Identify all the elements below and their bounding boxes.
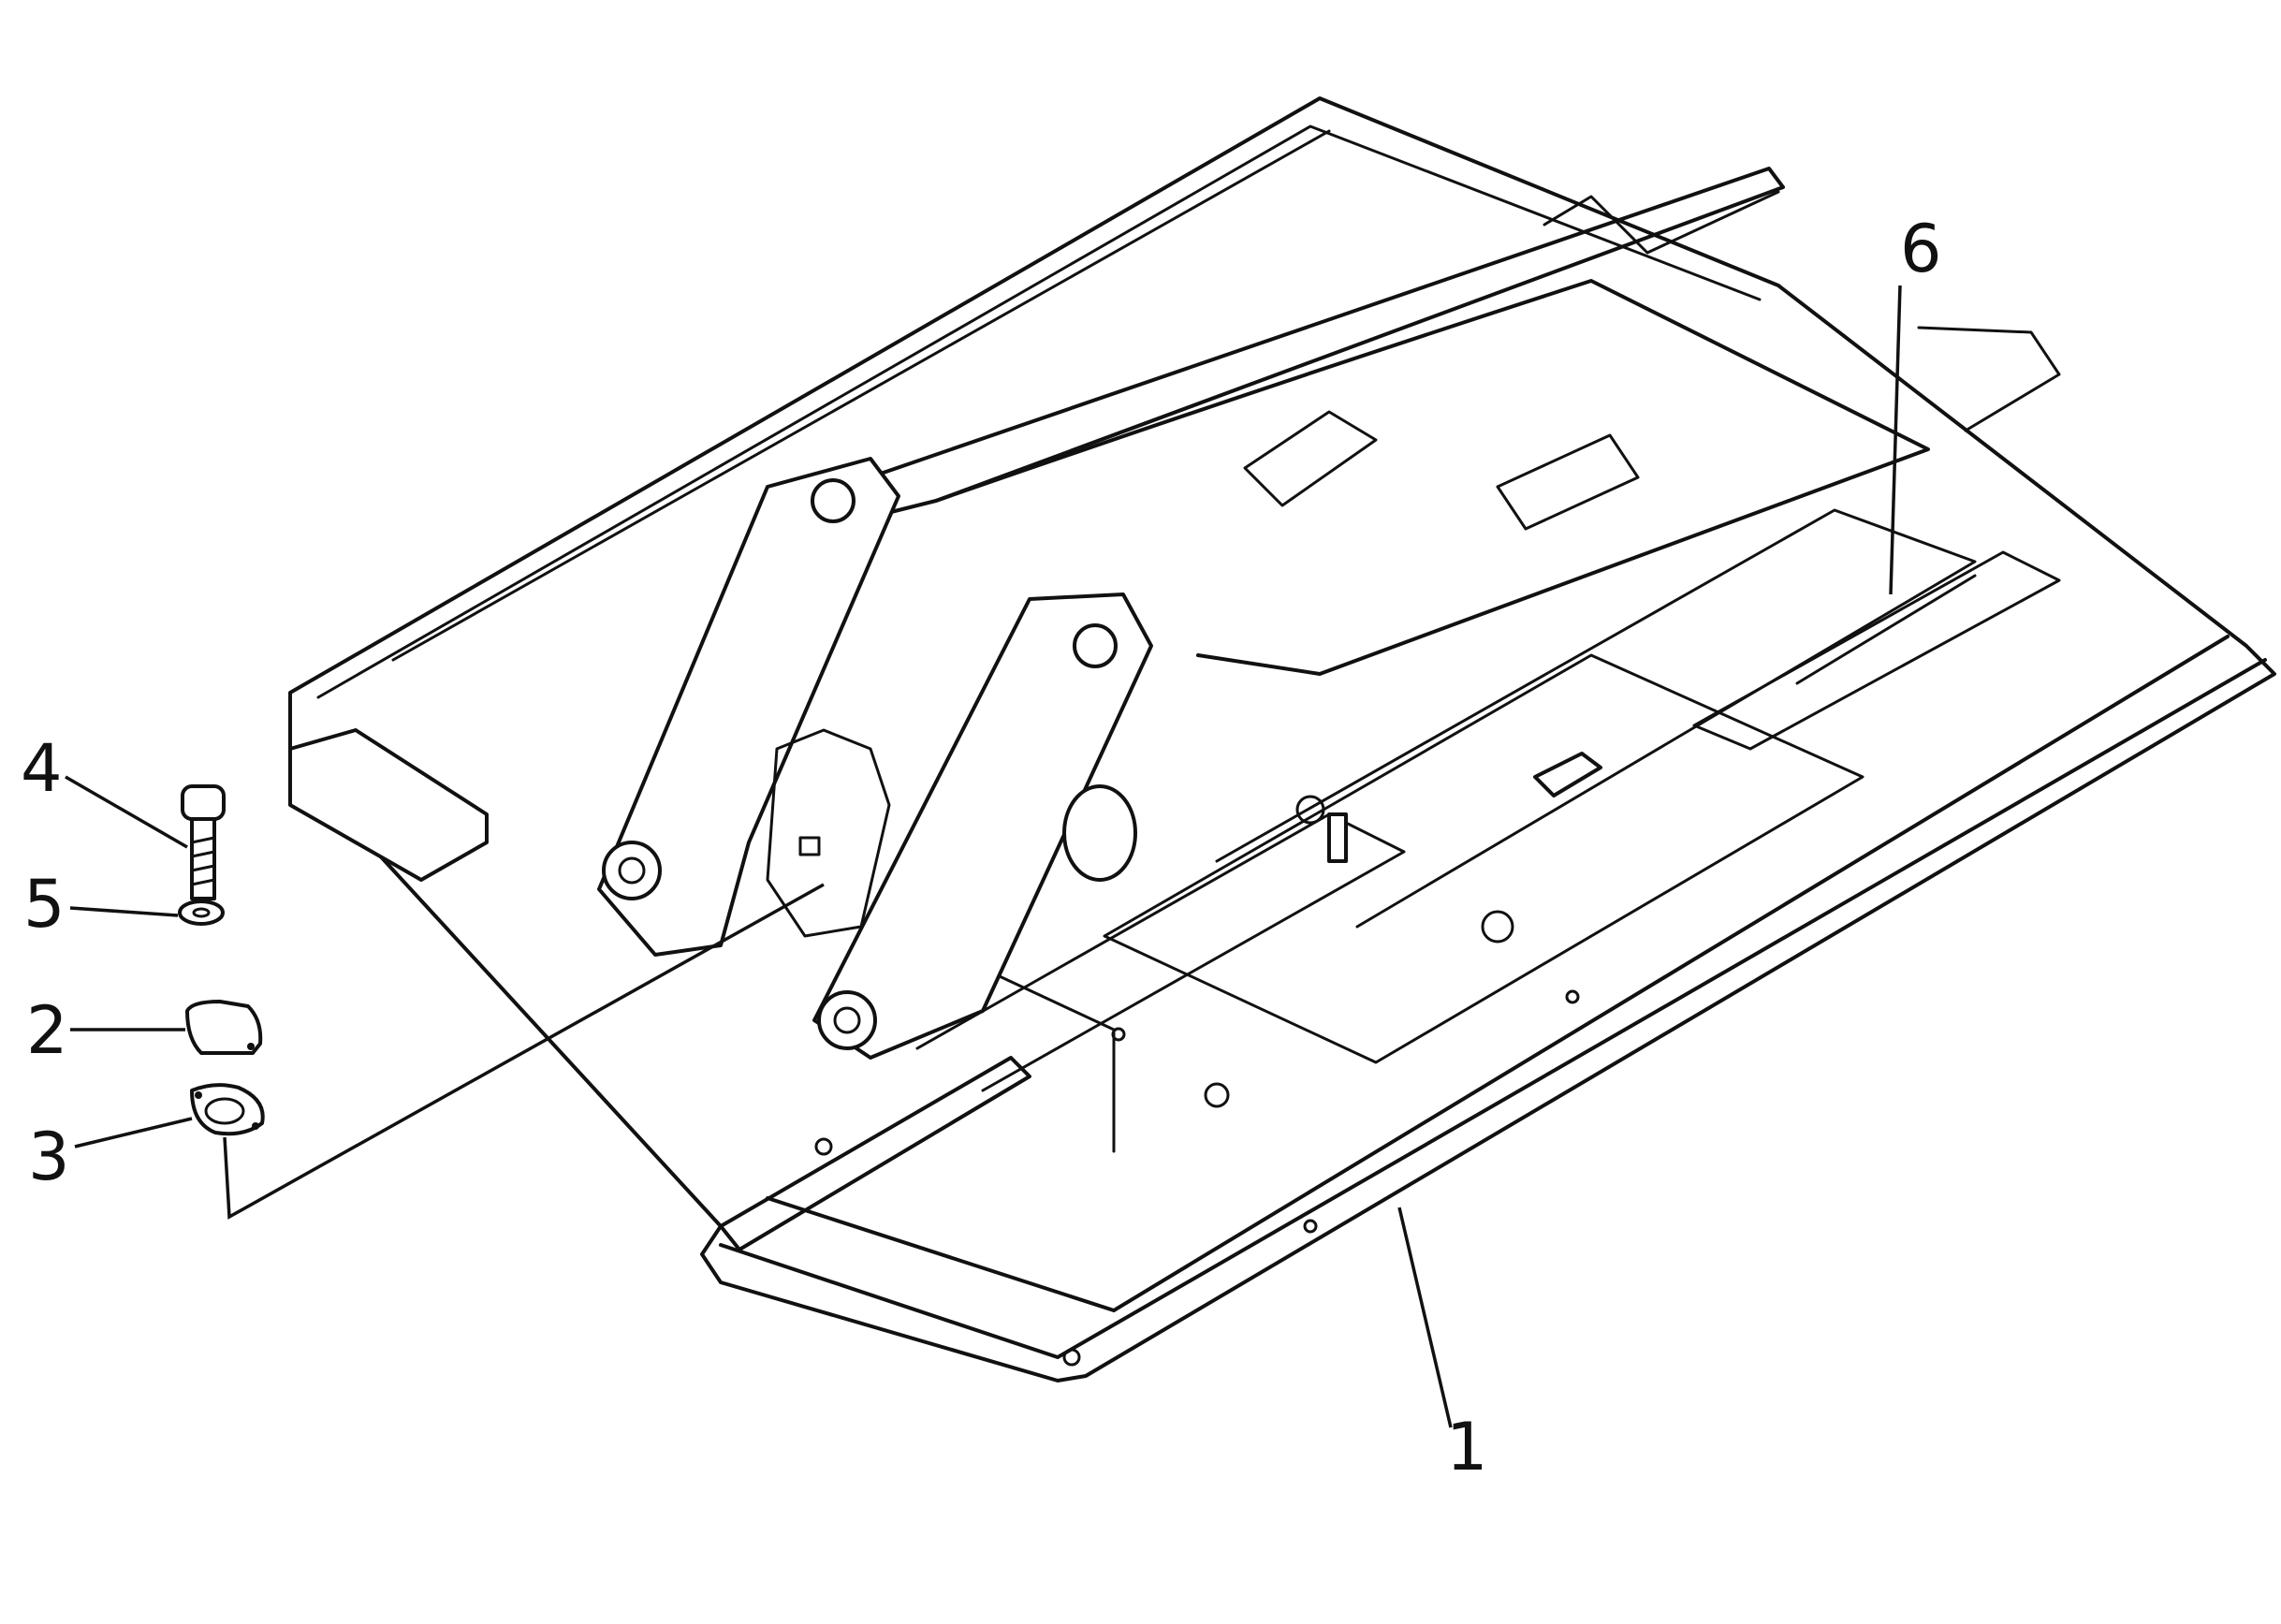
cover-part-2	[185, 1000, 263, 1055]
callout-4: 4	[21, 730, 63, 807]
callout-6: 6	[1900, 211, 1942, 287]
callout-3: 3	[28, 1119, 70, 1195]
bolt-part-4	[181, 784, 226, 900]
gasket-part-3	[190, 1083, 265, 1136]
revolving-frame-assembly	[288, 96, 2276, 1383]
callout-1: 1	[1446, 1409, 1488, 1485]
washer-part-5	[178, 900, 225, 926]
callout-2: 2	[26, 992, 68, 1069]
callout-5: 5	[23, 866, 66, 943]
leader-lines	[65, 285, 1902, 1428]
